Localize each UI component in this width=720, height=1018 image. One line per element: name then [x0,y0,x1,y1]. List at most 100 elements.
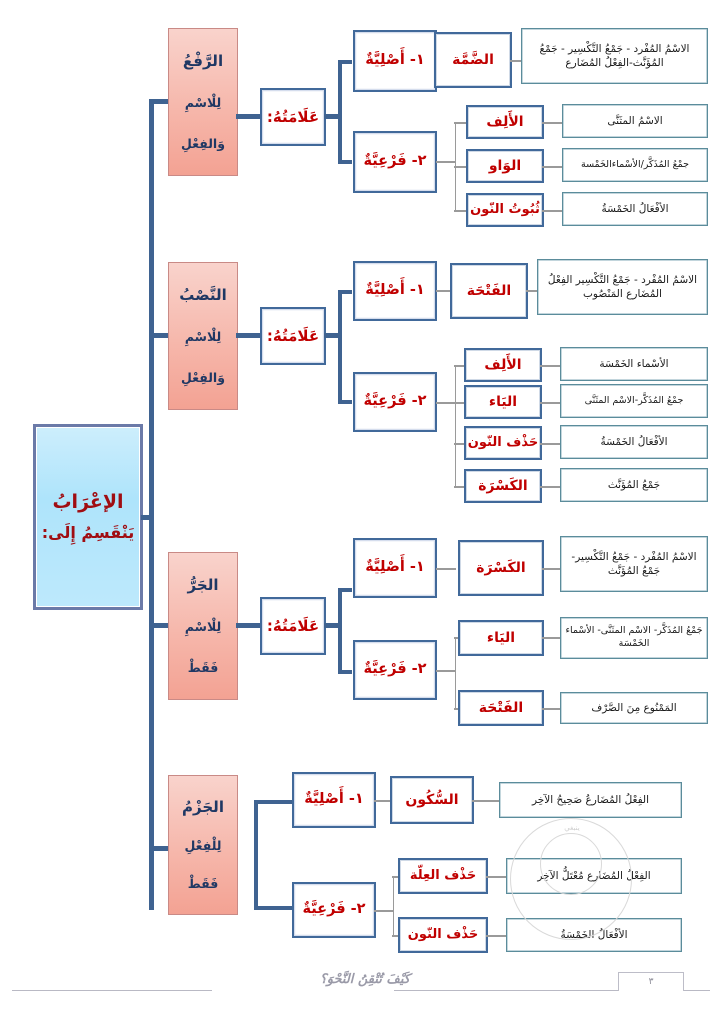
leaf-text-nasb-kasra: جَمْعُ المُؤَنَّث [607,478,661,491]
bus-jarr-stub [324,623,342,628]
leaf-text-raf3-waw: جمْعُ المُذَكَّر/الأسْماءالخَمْسة [580,158,690,170]
connector-nasb-hadhf-nun-leaf [540,443,562,445]
leaf-box-nasb-kasra: جَمْعُ المُؤَنَّث [560,468,708,502]
leaf-text-nasb-ya: جمْعُ المُذَكَّر-الاسْم المثَنَّى [584,394,684,406]
bus-nasb-bottom-arm [338,400,352,404]
connector-nasb-kasra-leaf [540,486,562,488]
case-nasb-line-3: وَالفِعْلِ [181,370,225,386]
type-label-jazm-asliyya: ١- أَصْلِيَّةٌ [304,791,364,808]
sign-box-jarr-kasra: الكَسْرَة [458,540,544,596]
connector-raf3-thubut-stub [454,210,470,212]
sign-label-raf3-waw: الوَاو [488,157,522,174]
sign-box-jarr-ya: اليَاء [458,620,544,656]
bus-nasb-top-arm [338,290,352,294]
case-raf3-line-1: الرَّفْعُ [182,52,224,70]
connector-raf3-damma-leaf [510,60,530,62]
type-box-raf3-far3iyya: ٢- فَرْعِيَّةٌ [353,131,437,193]
case-raf3-line-3: وَالفِعْلِ [181,136,225,152]
leaf-box-raf3-waw: جمْعُ المُذَكَّر/الأسْماءالخَمْسة [562,148,708,182]
type-box-jarr-far3iyya: ٢- فَرْعِيَّةٌ [353,640,437,700]
alamatuhu-label-jarr: عَلَامَتُهُ: [266,616,320,635]
trunk-to-root [141,515,154,520]
sign-label-raf3-thubut-nun: ثُبُوتُ النّون [470,202,540,218]
connector-raf3-alama [236,114,260,119]
alamatuhu-box-nasb: عَلَامَتُهُ: [260,307,326,365]
leaf-text-nasb-hadhf-nun: الأفْعَالُ الخَمْسَةُ [600,435,668,448]
connector-trunk-nasb [150,333,168,338]
leaf-box-jarr-fatha: المَمْنُوع مِنَ الصَّرْف [560,692,708,724]
connector-trunk-raf3-corner [149,99,154,129]
connector-nasb-kasra-stub [454,486,468,488]
type-box-nasb-far3iyya: ٢- فَرْعِيَّةٌ [353,372,437,432]
leaf-box-raf3-alif: الاسْمُ المثَنَّى [562,104,708,138]
type-label-raf3-far3iyya: ٢- فَرْعِيَّةٌ [363,153,427,170]
alamatuhu-label-raf3: عَلَامَتُهُ: [266,107,320,126]
bus-jarr-vertical [338,588,342,674]
case-jazm-line-3: فَقَطْ [187,876,219,892]
connector-trunk-jazm-corner [149,846,154,910]
connector-raf3-alif-leaf [542,122,564,124]
sign-box-nasb-kasra: الكَسْرَة [464,469,542,503]
alamatuhu-box-jarr: عَلَامَتُهُ: [260,597,326,655]
connector-nasb-ya-leaf [540,402,562,404]
connector-jazm-far3iyya-bus [266,906,292,910]
leaf-box-nasb-ya: جمْعُ المُذَكَّر-الاسْم المثَنَّى [560,384,708,418]
sign-label-nasb-kasra: الكَسْرَة [478,477,528,494]
type-box-jazm-far3iyya: ٢- فَرْعِيَّةٌ [292,882,376,938]
connector-jarr-kasra-leaf [542,568,564,570]
sign-box-nasb-alif: الأَلِف [464,348,542,382]
bus-raf3-vertical [338,60,342,164]
leaf-box-nasb-alif: الأسْماء الخَمْسَة [560,347,708,381]
connector-raf3-waw-stub [454,166,470,168]
case-jarr-line-2: لِلْاسْمِ [184,619,222,635]
leaf-box-raf3-damma: الاسْمُ المُفْرد - جَمْعُ التَّكْسِير - … [521,28,708,84]
connector-jarr-asliyya-sign [436,568,456,570]
leaf-box-nasb-hadhf-nun: الأفْعَالُ الخَمْسَةُ [560,425,708,459]
case-node-raf3: الرَّفْعُ لِلْاسْمِ وَالفِعْلِ [168,28,238,176]
connector-nasb-far3iyya-stub [436,402,456,404]
type-label-jarr-asliyya: ١- أَصْلِيَّةٌ [365,559,425,576]
bus-jazm-vertical [254,800,258,910]
leaf-text-jarr-ya: جَمْعُ المُذَكَّر- الاسْم المثَنَّى- الأ… [565,625,703,649]
sign-label-raf3-damma: الضَّمَّة [452,51,494,68]
sign-label-nasb-fatha: الفَتْحَة [466,282,512,299]
root-node-iraab: الإعْرَابُ يَنْقَسِمُ إِلَى: [33,424,143,610]
case-node-jazm: الجَزْمُ لِلْفِعْلِ فَقَطْ [168,775,238,915]
connector-jazm-asliyya-bus [266,800,292,804]
bus-jarr-top-arm [338,588,352,592]
bus-raf3-stub [324,114,342,119]
connector-jazm-hadhf-illa-leaf [486,876,508,878]
sign-label-nasb-hadhf-nun: حَذْف النّون [467,435,539,451]
type-label-nasb-far3iyya: ٢- فَرْعِيَّةٌ [363,393,427,410]
connector-raf3-far3iyya-stub [436,161,456,163]
sign-label-jazm-sukun: السُّكُون [405,791,459,808]
bus-raf3-top-arm [338,60,352,64]
sign-box-jazm-hadhf-illa: حَذْف العِلّة [398,858,488,894]
sign-label-jarr-kasra: الكَسْرَة [476,559,526,576]
sign-label-jarr-ya: اليَاء [486,629,516,646]
watermark-text: ينبغي [564,824,580,832]
connector-jarr-fatha-leaf [542,708,564,710]
connector-nasb-hadhf-nun-stub [454,443,468,445]
bus-jarr-bottom-arm [338,670,352,674]
connector-nasb-asliyya-sign [436,290,456,292]
sign-label-jazm-hadhf-illa: حَذْف العِلّة [409,868,477,884]
case-jazm-line-2: لِلْفِعْلِ [184,838,222,854]
type-label-nasb-asliyya: ١- أَصْلِيَّةٌ [365,282,425,299]
footer-title: كَيْفَ تُتْقِنُ النَّحْوَ؟ [319,972,410,987]
connector-jarr-ya-leaf [542,637,564,639]
leaf-box-jarr-kasra: الاسْمُ المُفْرد - جَمْعُ التَّكْسِير- ج… [560,536,708,592]
connector-trunk-jarr [150,623,168,628]
type-box-raf3-asliyya: ١- أَصْلِيَّةٌ [353,30,437,92]
sign-label-jarr-fatha: الفَتْحَة [478,699,524,716]
leaf-text-jarr-fatha: المَمْنُوع مِنَ الصَّرْف [591,701,677,714]
page-number-box: ٣ [618,972,684,991]
sign-box-jarr-fatha: الفَتْحَة [458,690,544,726]
leaf-box-raf3-thubut-nun: الأفْعَالُ الخَمْسَةُ [562,192,708,226]
leaf-text-jarr-kasra: الاسْمُ المُفْرد - جَمْعُ التَّكْسِير- ج… [571,550,697,577]
sign-box-raf3-thubut-nun: ثُبُوتُ النّون [466,193,544,227]
connector-jazm-asliyya-sign [374,800,394,802]
sign-box-raf3-waw: الوَاو [466,149,544,183]
type-label-jarr-far3iyya: ٢- فَرْعِيَّةٌ [363,661,427,678]
bus-jazm-far3iyya-vertical [392,876,394,936]
